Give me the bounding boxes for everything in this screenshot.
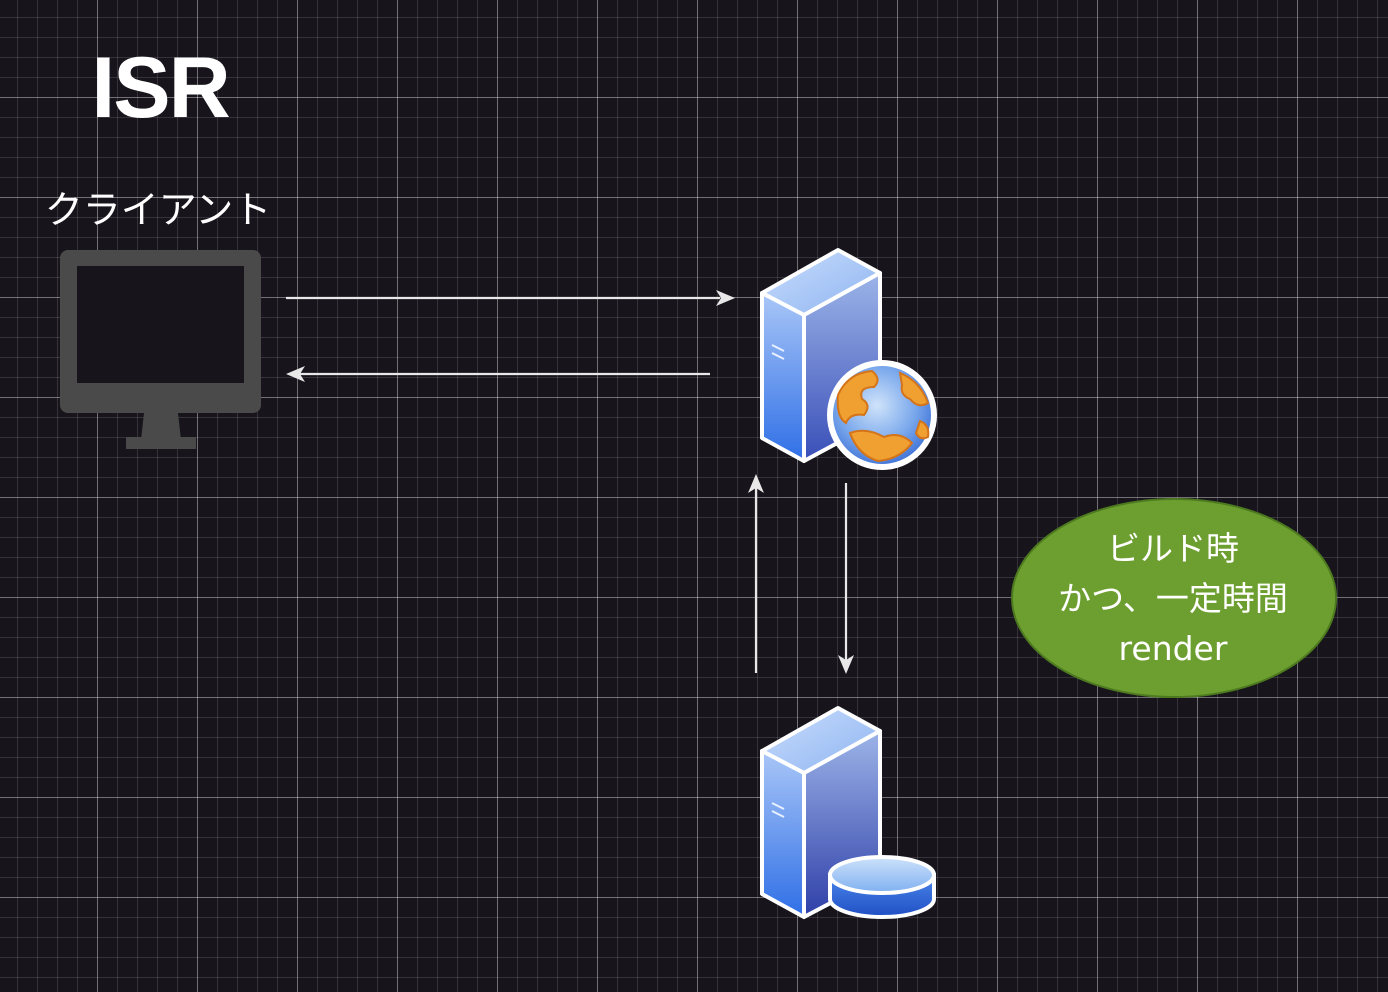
diagram-title: ISR xyxy=(91,40,230,136)
note-line-2: かつ、一定時間 xyxy=(1058,579,1288,618)
client-label: クライアント xyxy=(44,188,272,232)
arrow-db-to-web xyxy=(748,474,764,673)
arrow-client-to-web xyxy=(286,290,735,306)
note-text: ビルド時 かつ、一定時間 render xyxy=(1010,524,1336,674)
arrow-web-to-db xyxy=(838,483,854,674)
note-line-3: render xyxy=(1118,629,1228,668)
database-server-icon[interactable] xyxy=(752,703,942,928)
globe-icon xyxy=(827,360,937,470)
monitor-icon[interactable] xyxy=(60,248,262,452)
note-ellipse xyxy=(1011,498,1337,698)
arrow-web-to-client xyxy=(286,366,710,382)
disk-icon xyxy=(828,855,936,919)
note-line-1: ビルド時 xyxy=(1107,529,1239,568)
web-server-icon[interactable] xyxy=(750,245,950,475)
